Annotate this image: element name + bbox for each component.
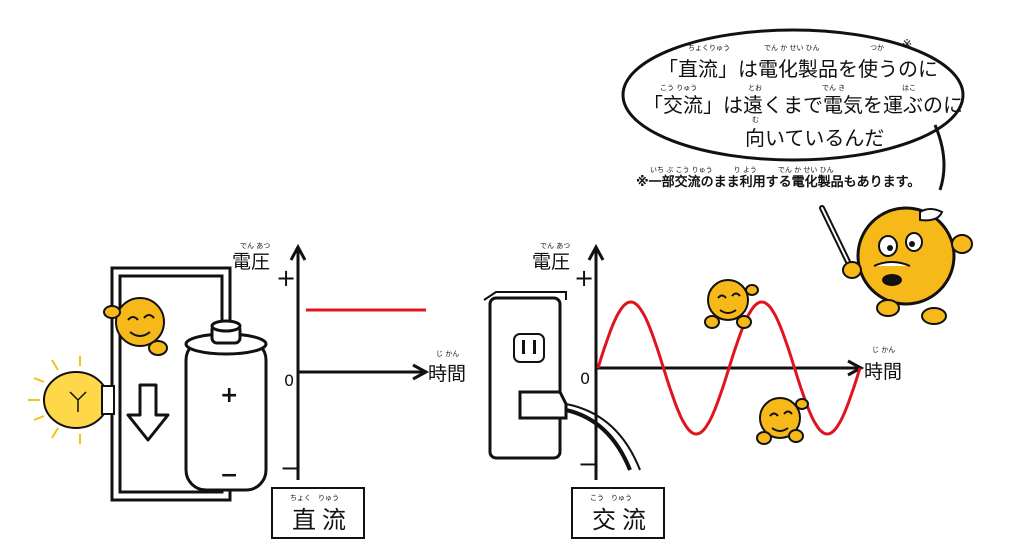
light-bulb-icon (28, 356, 115, 444)
dc-caption-box: ちょく りゅう 直流 (271, 487, 365, 539)
speech-ruby-5: とお (748, 84, 762, 92)
dc-battery: + − (184, 319, 268, 492)
dc-graph: でん あつ 電圧 + 0 − じ かん 時間 (232, 242, 466, 482)
ac-caption-box: こう りゅう 交流 (571, 487, 665, 539)
speech-line-1: 「直流」は電化製品を使うのに (658, 57, 938, 81)
battery-plus-sign: + (220, 383, 238, 408)
dc-plus-label: + (276, 264, 296, 292)
dc-minus-label: − (280, 454, 300, 482)
speech-ruby-7: はこ (902, 84, 916, 92)
footnote-ruby: いち ぶ こう りゅう り よう でん か せい ひん (650, 166, 834, 174)
ac-graph: でん あつ 電圧 + 0 − じ かん 時間 (532, 242, 902, 480)
ac-caption-ruby: こう りゅう (590, 494, 632, 502)
ac-zero-label: 0 (580, 369, 590, 388)
ac-time-label: 時間 (864, 361, 902, 383)
dc-voltage-label: 電圧 (232, 251, 270, 273)
ac-minus-label: − (578, 450, 598, 478)
dc-time-label: 時間 (428, 363, 466, 385)
ac-voltage-label: 電圧 (532, 251, 570, 273)
speech-line-2: 「交流」は遠くまで電気を運ぶのに (643, 93, 963, 117)
ac-voltage-ruby: でん あつ (540, 242, 570, 250)
ac-caption: 交流 (592, 506, 652, 534)
footnote-text: ※一部交流のまま利用する電化製品もあります。 (636, 174, 920, 190)
pushing-character (103, 297, 168, 356)
ac-plus-label: + (574, 264, 594, 292)
ac-voltage-wave (596, 300, 862, 436)
running-character-bottom (756, 397, 809, 445)
speech-note-mark: ※ (902, 37, 912, 51)
speech-ruby-8: む (752, 116, 759, 124)
speech-ruby-2: でん か せい ひん (764, 44, 820, 52)
dc-circuit-wire (110, 266, 232, 502)
dc-caption-ruby: ちょく りゅう (290, 494, 339, 502)
speech-ruby-6: でん き (822, 84, 845, 92)
battery-minus-sign: − (220, 463, 238, 488)
speech-ruby-1: ちょくりゅう (688, 44, 730, 52)
dc-time-ruby: じ かん (436, 350, 459, 358)
speech-line-3: 向いているんだ (745, 126, 884, 150)
dc-voltage-ruby: でん あつ (240, 242, 270, 250)
running-character-top (704, 279, 759, 329)
current-direction-arrow-icon (126, 383, 170, 442)
dc-zero-label: 0 (284, 371, 294, 390)
speech-ruby-4: こう りゅう (660, 84, 697, 92)
professor-character (819, 205, 973, 325)
ac-time-ruby: じ かん (872, 346, 895, 354)
dc-caption: 直流 (292, 506, 352, 534)
speech-bubble: ちょくりゅう でん か せい ひん つか ※ 「直流」は電化製品を使うのに こう… (621, 28, 965, 191)
wall-outlet-icon (483, 291, 641, 471)
speech-ruby-3: つか (870, 44, 884, 52)
